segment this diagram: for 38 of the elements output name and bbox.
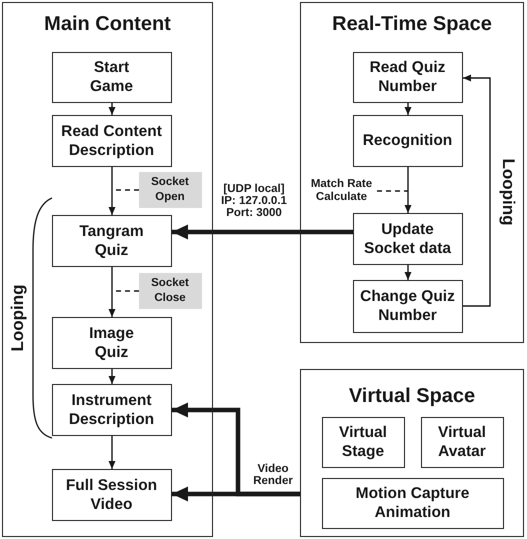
arrow [108,103,116,115]
process-box: Change Quiz Number [352,280,462,332]
arrow [172,224,353,240]
arrow [108,436,116,469]
loop-label: Looping [8,284,28,352]
section-panel [300,369,524,537]
arrow [108,167,116,215]
section-panel [2,2,213,537]
process-box: Read Content Description [52,114,172,166]
process-box: Start Game [52,52,172,102]
note-tag: Socket Close [138,272,202,308]
process-box: Tangram Quiz [52,214,172,266]
loop-label: Looping [498,158,518,226]
arrow [108,267,116,317]
arrow [404,103,412,115]
arrow [404,265,412,280]
panel-title: Real-Time Space [332,12,492,36]
process-box: Full Session Video [52,468,172,520]
process-box: Recognition [352,114,462,166]
process-box: Update Socket data [352,212,462,264]
arrow [463,74,491,307]
arrow [172,486,300,502]
process-box: Instrument Description [52,384,172,436]
process-box: Virtual Avatar [420,416,504,468]
process-box: Read Quiz Number [352,52,462,102]
edge-label: [UDP local] IP: 127.0.0.1 Port: 3000 [220,183,288,219]
leader-line [377,190,408,192]
arrow [108,369,116,384]
arrow [404,167,412,213]
process-box: Image Quiz [52,316,172,368]
annotation-text: Match Rate Calculate [306,178,376,206]
note-tag: Socket Open [138,172,202,208]
process-box: Virtual Stage [322,416,404,468]
process-box: Motion Capture Animation [322,478,504,528]
panel-title: Virtual Space [348,384,476,408]
section-panel [300,2,524,343]
panel-title: Main Content [44,12,171,36]
edge-label: Video Render [252,463,294,487]
